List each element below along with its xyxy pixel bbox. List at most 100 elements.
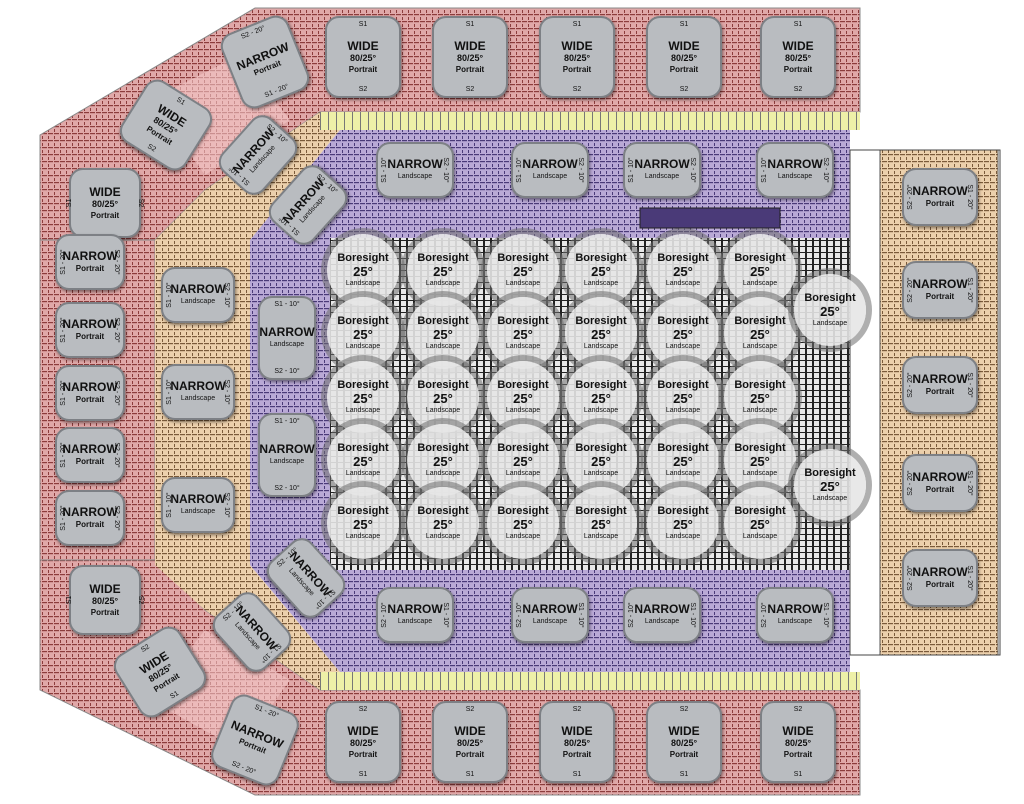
boresight-angle: 25° bbox=[513, 516, 533, 532]
boresight-title: Boresight bbox=[497, 504, 549, 517]
screen-orientation: Portrait bbox=[75, 457, 105, 466]
boresight-title: Boresight bbox=[734, 314, 786, 327]
boresight-orientation: Landscape bbox=[345, 279, 381, 287]
boresight-title: Boresight bbox=[497, 441, 549, 454]
screen-label-b: S2 - 20° bbox=[112, 442, 120, 468]
screen-spec: 80/25° bbox=[456, 737, 484, 748]
screen-label-b: S2 bbox=[358, 86, 368, 93]
boresight-orientation: Landscape bbox=[425, 342, 461, 350]
boresight-title: Boresight bbox=[734, 251, 786, 264]
boresight-orientation: Landscape bbox=[425, 279, 461, 287]
screen-label-a: S2 - 10° bbox=[628, 602, 636, 628]
screen-label-a: S1 bbox=[793, 21, 803, 28]
boresight-angle: 25° bbox=[353, 326, 373, 342]
screen-title: WIDE bbox=[668, 38, 700, 53]
screen-title: NARROW bbox=[912, 470, 968, 484]
screen-label-a: S2 bbox=[139, 643, 151, 654]
screen-label-b: S2 bbox=[572, 86, 582, 93]
screen-label-b: S1 bbox=[358, 771, 368, 778]
screen-label-a: S1 - 10° bbox=[516, 157, 524, 183]
boresight-orientation: Landscape bbox=[812, 319, 848, 327]
screen-label-b: S2 bbox=[145, 143, 157, 154]
screen-orientation: Landscape bbox=[180, 298, 216, 305]
boresight-title: Boresight bbox=[337, 378, 389, 391]
screen-label-b: S2 bbox=[137, 198, 145, 208]
screen-orientation: Landscape bbox=[644, 173, 680, 180]
screen-label-b: S2 - 20° bbox=[112, 317, 120, 343]
screen-spec: 80/25° bbox=[563, 52, 591, 63]
boresight-angle: 25° bbox=[591, 263, 611, 279]
boresight-title: Boresight bbox=[657, 251, 709, 264]
screen-orientation: Portrait bbox=[562, 749, 592, 759]
screen-title: WIDE bbox=[668, 723, 700, 738]
boresight-orientation: Landscape bbox=[812, 494, 848, 502]
screen-title: NARROW bbox=[170, 492, 226, 506]
boresight-title: Boresight bbox=[575, 251, 627, 264]
screen-title: NARROW bbox=[522, 602, 578, 616]
boresight-orientation: Landscape bbox=[665, 342, 701, 350]
screen-label-b: S2 - 10° bbox=[274, 368, 300, 375]
screen-spec: 80/25° bbox=[670, 737, 698, 748]
screen-orientation: Landscape bbox=[777, 173, 813, 180]
boresight-title: Boresight bbox=[657, 441, 709, 454]
boresight-angle: 25° bbox=[591, 453, 611, 469]
screen-title: WIDE bbox=[347, 38, 379, 53]
screen-orientation: Portrait bbox=[925, 292, 955, 301]
boresight-orientation: Landscape bbox=[665, 279, 701, 287]
screen-label-a: S1 - 20° bbox=[60, 380, 68, 406]
boresight-orientation: Landscape bbox=[425, 406, 461, 414]
boresight-orientation: Landscape bbox=[742, 469, 778, 477]
boresight-title: Boresight bbox=[337, 251, 389, 264]
screen-label-a: S1 bbox=[65, 595, 73, 605]
boresight-title: Boresight bbox=[337, 314, 389, 327]
screen-spec: 80/25° bbox=[349, 737, 377, 748]
screen-spec: 80/25° bbox=[670, 52, 698, 63]
screen-orientation: Landscape bbox=[180, 508, 216, 515]
screen-label-b: S2 - 10° bbox=[821, 157, 829, 183]
screen-label-b: S1 bbox=[465, 771, 475, 778]
screen-orientation: Landscape bbox=[397, 173, 433, 180]
screen-label-a: S2 bbox=[572, 706, 582, 713]
screen-title: NARROW bbox=[62, 249, 118, 263]
screen-title: WIDE bbox=[561, 723, 593, 738]
screen-orientation: Portrait bbox=[783, 64, 813, 74]
screen-label-a: S1 - 20° bbox=[60, 442, 68, 468]
screen-orientation: Portrait bbox=[75, 332, 105, 341]
boresight-angle: 25° bbox=[513, 263, 533, 279]
screen-label-b: S2 bbox=[465, 86, 475, 93]
boresight-angle: 25° bbox=[673, 453, 693, 469]
boresight-angle: 25° bbox=[513, 453, 533, 469]
boresight-angle: 25° bbox=[353, 453, 373, 469]
screen-label-b: S2 - 20° bbox=[230, 760, 257, 777]
boresight-title: Boresight bbox=[417, 378, 469, 391]
screen-label-b: S2 - 10° bbox=[688, 157, 696, 183]
